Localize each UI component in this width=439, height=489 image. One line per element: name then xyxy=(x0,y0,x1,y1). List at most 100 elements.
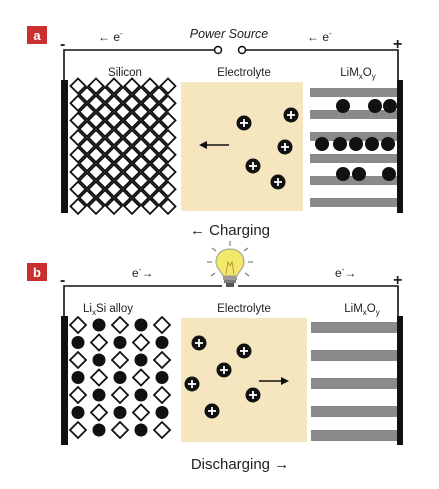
cathode-label: LiMxOy xyxy=(340,67,375,81)
silicon-site xyxy=(87,146,105,164)
lithium-ion xyxy=(270,174,286,190)
silicon-site xyxy=(87,197,105,216)
cathode-layer xyxy=(311,406,397,417)
silicon-site xyxy=(87,111,105,130)
silicon-site xyxy=(159,111,177,130)
lithium-atom xyxy=(336,167,350,181)
silicon-site xyxy=(105,197,123,216)
silicon-site xyxy=(123,94,141,112)
lithium-atom xyxy=(92,353,106,367)
silicon-site xyxy=(114,103,132,121)
panel-b-badge xyxy=(27,263,47,281)
cathode-collector xyxy=(397,80,403,213)
lithium-atom xyxy=(381,137,395,151)
silicon-site xyxy=(89,403,109,422)
cathode-layer xyxy=(311,430,397,441)
silicon-site xyxy=(141,163,159,181)
silicon-site xyxy=(132,85,150,104)
silicon-site xyxy=(141,180,159,198)
silicon-site xyxy=(96,103,114,121)
cathode-layer xyxy=(311,322,397,333)
lithium-atom xyxy=(113,371,127,384)
cathode-layer xyxy=(310,132,397,141)
silicon-site xyxy=(150,103,168,121)
silicon-site xyxy=(159,94,177,112)
discharging-caption: Discharging → xyxy=(191,456,289,473)
silicon-site xyxy=(132,137,150,155)
silicon-site xyxy=(69,163,87,181)
cathode-layer xyxy=(311,350,397,361)
silicon-site xyxy=(78,103,96,121)
silicon-site xyxy=(114,189,132,207)
silicon-site xyxy=(89,333,109,352)
electron-flow-left: ← e- xyxy=(98,29,123,44)
silicon-site xyxy=(123,111,141,130)
silicon-site xyxy=(114,171,132,190)
power-source-label: Power Source xyxy=(190,27,269,41)
cathode-layer xyxy=(310,110,397,119)
lithium-atom xyxy=(365,137,379,151)
silicon-site xyxy=(69,94,87,112)
silicon-site xyxy=(123,163,141,181)
electrolyte-label: Electrolyte xyxy=(217,303,271,315)
silicon-site xyxy=(123,128,141,147)
silicon-lattice xyxy=(69,77,177,216)
lithium-atom xyxy=(336,99,350,113)
silicon-site xyxy=(159,180,177,198)
ion-flow-arrow xyxy=(199,141,229,149)
silicon-site xyxy=(132,189,150,207)
anode-collector xyxy=(61,316,68,445)
silicon-site xyxy=(131,403,151,422)
lithium-ion xyxy=(283,107,299,123)
electron-flow-left: e-→ xyxy=(132,265,153,280)
silicon-site xyxy=(69,128,87,147)
silicon-site xyxy=(141,111,159,130)
wire-right xyxy=(238,285,399,318)
lithium-ion xyxy=(204,403,220,419)
silicon-site xyxy=(114,120,132,138)
silicon-site xyxy=(105,111,123,130)
silicon-site xyxy=(105,163,123,181)
wire-right xyxy=(246,49,399,83)
positive-terminal: + xyxy=(393,36,402,53)
silicon-site xyxy=(89,368,109,387)
lithium-atom xyxy=(315,137,329,151)
lithium-ion xyxy=(236,115,252,131)
silicon-site xyxy=(78,171,96,190)
lithium-ion xyxy=(216,362,232,378)
panel-b-badge-letter: b xyxy=(33,265,41,280)
silicon-site xyxy=(110,420,130,440)
lithium-ion xyxy=(277,139,293,155)
lithium-atom xyxy=(134,353,148,367)
silicon-site xyxy=(96,171,114,190)
silicon-site xyxy=(96,85,114,104)
silicon-site xyxy=(141,197,159,216)
lithium-ion xyxy=(236,343,252,359)
silicon-site xyxy=(87,163,105,181)
silicon-site xyxy=(87,77,105,95)
silicon-site xyxy=(159,77,177,95)
silicon-site xyxy=(159,128,177,147)
silicon-site xyxy=(105,94,123,112)
lithium-atom xyxy=(155,371,169,384)
cathode-layers xyxy=(311,322,397,441)
silicon-site xyxy=(132,154,150,173)
silicon-site xyxy=(150,137,168,155)
silicon-site xyxy=(131,368,151,387)
silicon-site xyxy=(141,146,159,164)
anode-label: Silicon xyxy=(108,67,142,79)
lithium-atom xyxy=(71,406,85,419)
lithium-atom xyxy=(113,336,127,349)
silicon-site xyxy=(68,315,88,335)
lithium-atom xyxy=(349,137,363,151)
lithium-atom xyxy=(92,318,106,332)
silicon-site xyxy=(123,77,141,95)
silicon-site xyxy=(114,154,132,173)
silicon-site xyxy=(150,189,168,207)
silicon-site xyxy=(159,146,177,164)
light-bulb-icon xyxy=(207,241,253,287)
silicon-site xyxy=(69,180,87,198)
silicon-site xyxy=(78,137,96,155)
panel-a: a - + ← e- ← e- Power Source Silicon Ele… xyxy=(27,26,403,239)
silicon-site xyxy=(105,180,123,198)
